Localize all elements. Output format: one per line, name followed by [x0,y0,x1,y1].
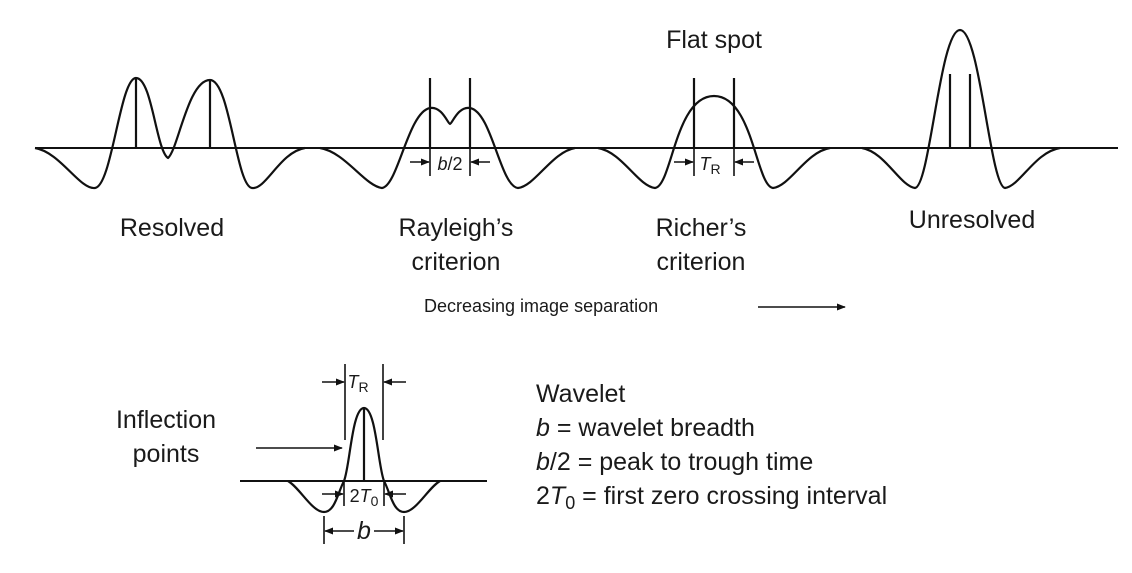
label-unresolved: Unresolved [909,206,1035,234]
rayleigh-wavelet [319,106,576,190]
label-resolved: Resolved [120,214,224,242]
label-inflection-line2: points [133,440,200,468]
legend-line-breadth: b = wavelet breadth [536,414,755,442]
label-rayleigh-line2: criterion [412,248,501,276]
unresolved-wavelet [861,28,1061,190]
label-inflection-line1: Inflection [116,406,216,434]
label-b-half: b/2 [437,154,462,174]
richer-wavelet [597,94,831,190]
resolved-wavelets [34,76,306,190]
label-bottom-tr: TR [347,372,368,395]
label-richer-line1: Richer’s [656,214,747,242]
label-richer-tr: TR [699,154,720,177]
label-two-t0: 2T0 [350,486,379,509]
legend-title: Wavelet [536,380,625,408]
label-decreasing-separation: Decreasing image separation [424,296,658,316]
legend-line-peak-trough: b/2 = peak to trough time [536,448,813,476]
label-rayleigh-line1: Rayleigh’s [399,214,514,242]
label-b-breadth: b [357,517,371,545]
label-flat-spot: Flat spot [666,26,762,54]
label-richer-line2: criterion [657,248,746,276]
legend-line-zero-crossing: 2T0 = first zero crossing interval [536,482,887,513]
